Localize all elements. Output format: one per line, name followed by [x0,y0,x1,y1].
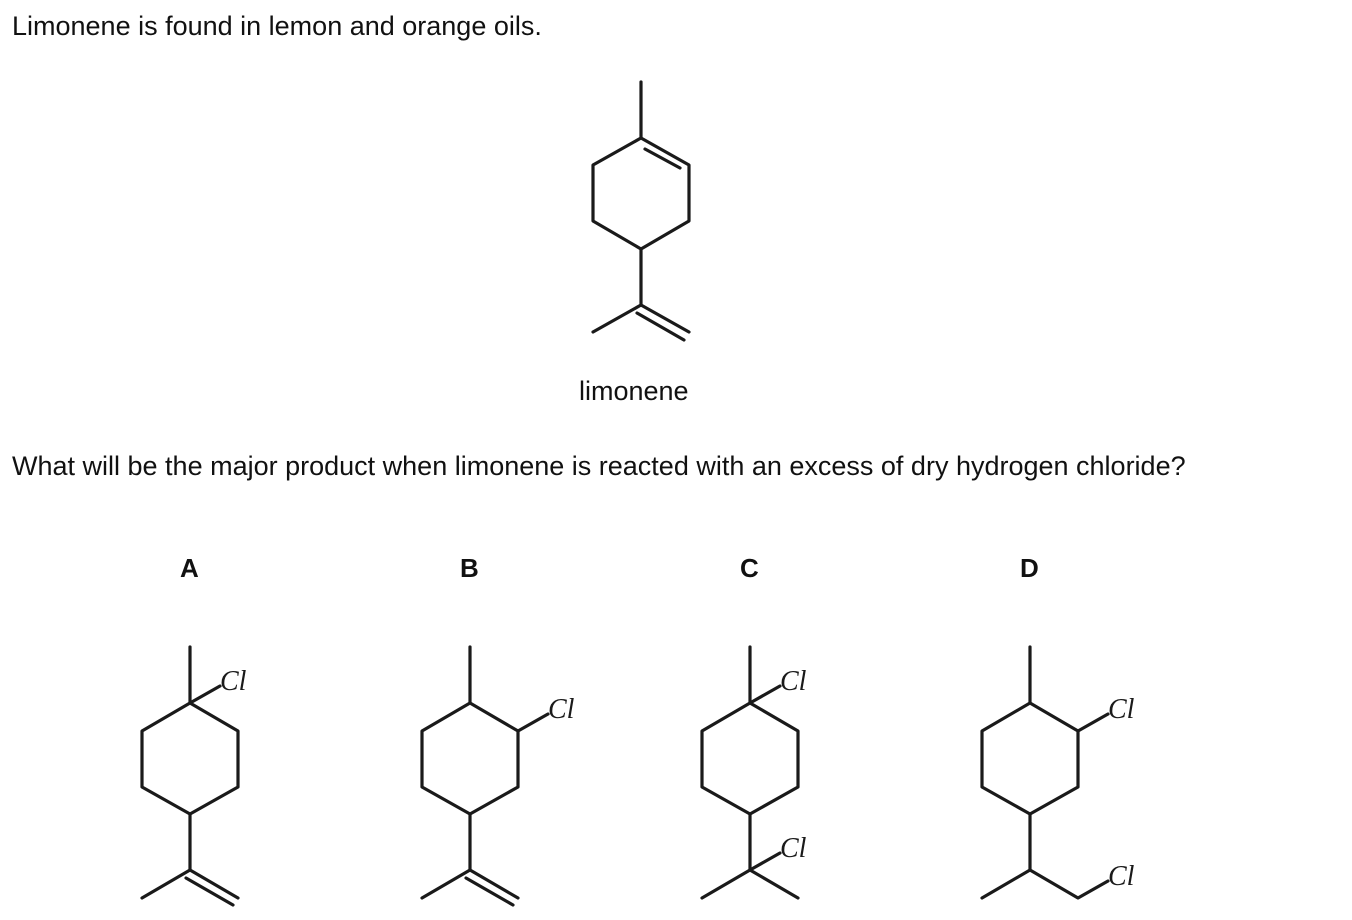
option-b-letter[interactable]: B [460,553,479,583]
intro-text: Limonene is found in lemon and orange oi… [12,11,542,41]
option-d-ch2-bond [1028,868,1110,900]
option-c-letter[interactable]: C [740,553,759,583]
option-c-structure[interactable]: Cl Cl [700,645,807,900]
option-d-methyl-branch [980,868,1032,900]
option-b-double-bond [464,868,520,907]
option-d-chlorine-label-2: Cl [1108,861,1135,892]
option-c-cl-bond-1 [748,684,782,705]
option-d-letter[interactable]: D [1020,553,1039,583]
option-a-structure[interactable]: Cl [140,645,247,907]
option-a-chlorine-label: Cl [220,666,247,697]
option-b-structure[interactable]: Cl [420,645,575,907]
limonene-methyl-branch [591,303,643,334]
option-d-ring [980,701,1080,816]
option-c-ring [700,701,800,816]
question-text: What will be the major product when limo… [12,451,1186,481]
option-a-ring [140,701,240,816]
option-a-methyl-branch [140,868,192,900]
option-d-cl-bond-1 [1076,712,1110,733]
option-b-cl-bond [516,712,550,733]
option-b-ring [420,701,520,816]
limonene-ring-double-bond [643,147,682,170]
option-a-letter[interactable]: A [180,553,199,583]
structure-caption: limonene [579,376,689,406]
limonene-terminal-double-bond [635,303,691,342]
option-c-methyl-branch-right [748,868,800,900]
option-c-chlorine-label-1: Cl [780,666,807,697]
option-b-chlorine-label: Cl [548,694,575,725]
option-d-structure[interactable]: Cl Cl [980,645,1135,900]
option-b-methyl-branch [420,868,472,900]
option-a-double-bond [184,868,240,907]
option-a-cl-bond [188,684,222,705]
option-c-chlorine-label-2: Cl [780,833,807,864]
option-c-cl-bond-2 [748,851,782,872]
option-d-chlorine-label-1: Cl [1108,694,1135,725]
option-c-methyl-branch-left [700,868,752,900]
